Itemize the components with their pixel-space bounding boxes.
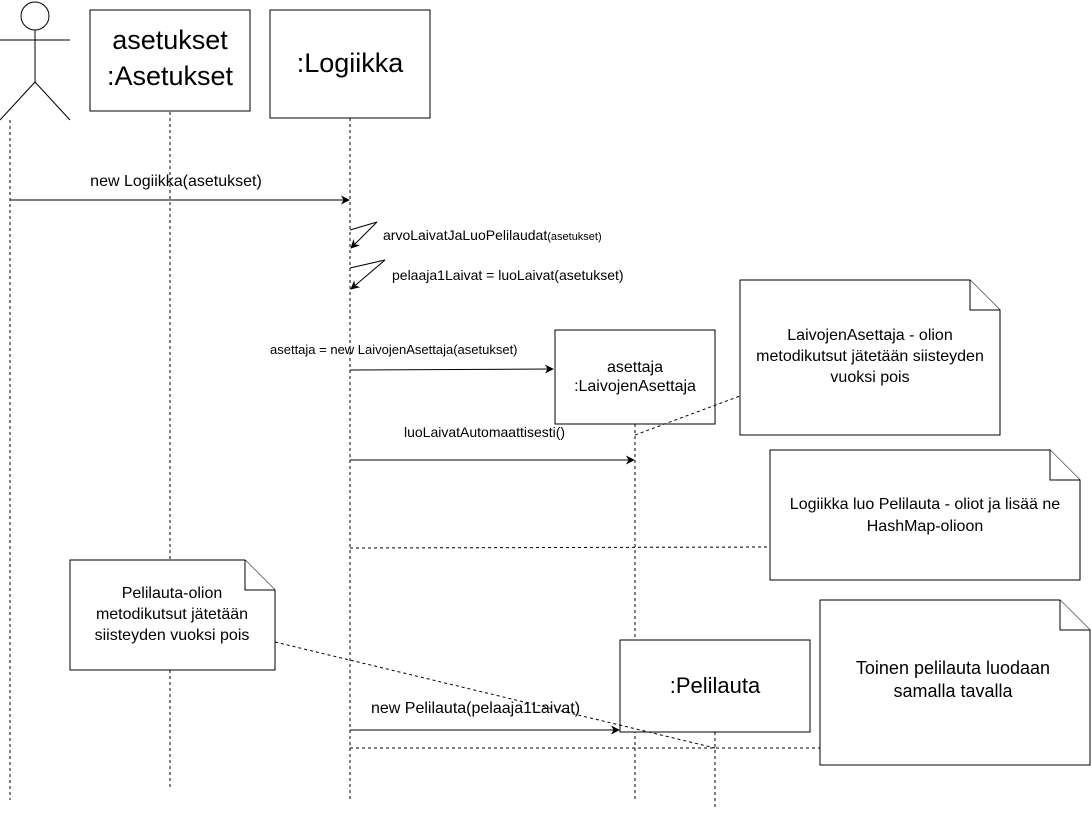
luo-laivat-self-call-label: pelaaja1Laivat = luoLaivat(asetukset) (392, 267, 624, 283)
note-laivojen-line1: LaivojenAsettaja - olion (787, 327, 952, 344)
logiikka-object-box (269, 9, 431, 119)
luo-laivat-self-call-arrow (349, 259, 386, 290)
luo-auto-label: luoLaivatAutomaattisesti() (404, 424, 565, 440)
note-pelilauta-body (69, 559, 276, 671)
asetukset-object-name: asetukset (112, 25, 228, 55)
asetukset-object-class: :Asetukset (107, 61, 234, 91)
note-toinen-line2: samalla tavalla (893, 681, 1013, 701)
note-logiikka-body (769, 449, 1081, 581)
arvo-method-args: (asetukset) (547, 231, 601, 243)
note-laivojen-line2: metodikutsut jätetään siisteyden (756, 348, 984, 365)
note-toinen-pelilauta: Toinen pelilauta luodaan samalla tavalla (819, 599, 1091, 766)
note-toinen-body (819, 599, 1091, 766)
user-actor (0, 1, 71, 121)
asetukset-object: asetukset :Asetukset (89, 9, 251, 112)
note-pelilauta-line1: Pelilauta-olion (122, 585, 223, 602)
note-pelilauta-fold (244, 560, 275, 591)
note-pelilauta-line2: metodikutsut jätetään (96, 606, 248, 623)
note-toinen-fold (1059, 600, 1090, 631)
note-laivojen-anchor (634, 395, 741, 436)
new-asettaja-arrow (349, 364, 554, 374)
pelilauta-object: :Pelilauta (619, 639, 811, 733)
pelilauta-object-label: :Pelilauta (670, 673, 761, 698)
actor-left-leg (0, 81, 36, 121)
arvo-self-call-label: arvoLaivatJaLuoPelilaudat(asetukset) (383, 227, 602, 243)
logiikka-object: :Logiikka (269, 9, 431, 119)
actor-right-leg (34, 81, 71, 121)
asettaja-object-class: :LaivojenAsettaja (574, 378, 696, 395)
arvo-method-name: arvoLaivatJaLuoPelilaudat (383, 227, 547, 243)
note-laivojen-fold (969, 280, 1000, 311)
pelilauta-object-box (619, 639, 811, 733)
logiikka-object-label: :Logiikka (297, 48, 405, 78)
note-pelilauta-line3: siisteyden vuoksi pois (95, 627, 250, 644)
note-laivojen-line3: vuoksi pois (830, 369, 909, 386)
new-logiikka-label: new Logiikka(asetukset) (90, 173, 262, 190)
note-logiikka-anchor (349, 546, 771, 549)
note-pelilauta-olion: Pelilauta-olion metodikutsut jätetään si… (69, 559, 276, 671)
note-logiikka-line2: HashMap-olioon (867, 518, 984, 535)
asettaja-object: asettaja :LaivojenAsettaja (554, 329, 716, 425)
note-logiikka-fold (1049, 450, 1080, 481)
asettaja-object-box (554, 329, 716, 425)
note-logiikka-luo: Logiikka luo Pelilauta - oliot ja lisää … (769, 449, 1081, 581)
note-logiikka-line1: Logiikka luo Pelilauta - oliot ja lisää … (790, 496, 1060, 513)
note-laivojen-asettaja: LaivojenAsettaja - olion metodikutsut jä… (739, 279, 1001, 436)
note-laivojen-body (739, 279, 1001, 436)
new-pelilauta-label: new Pelilauta(pelaaja1Laivat) (371, 700, 580, 717)
new-asettaja-label: asettaja = new LaivojenAsettaja(asetukse… (270, 342, 518, 357)
note-toinen-line1: Toinen pelilauta luodaan (856, 658, 1050, 678)
asettaja-object-name: asettaja (607, 359, 663, 376)
arvo-self-call-arrow (349, 221, 378, 249)
actor-head (20, 1, 50, 31)
asetukset-object-box (89, 9, 251, 112)
